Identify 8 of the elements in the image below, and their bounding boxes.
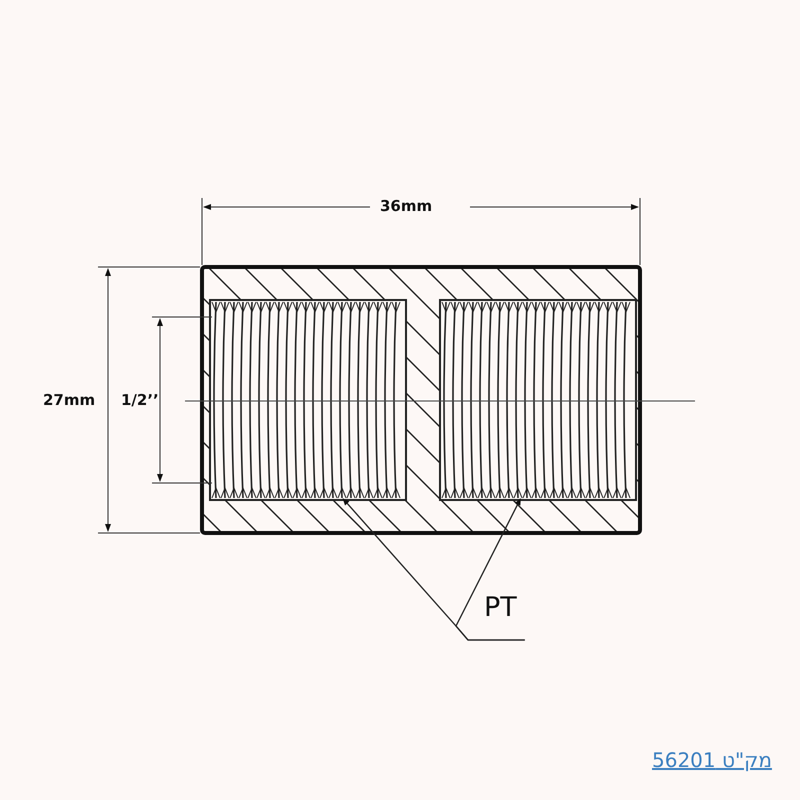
- dimension-label: 27mm: [43, 391, 96, 409]
- dimension-label: 1/2’’: [121, 391, 159, 409]
- internal-thread-drawing: [439, 299, 637, 501]
- internal-thread-drawing: [209, 299, 407, 501]
- part-number-link: מק"ט 56201: [652, 748, 772, 772]
- dimension-label: 36mm: [380, 197, 432, 215]
- callout-label: PT: [484, 592, 517, 624]
- leader-line: [455, 498, 525, 641]
